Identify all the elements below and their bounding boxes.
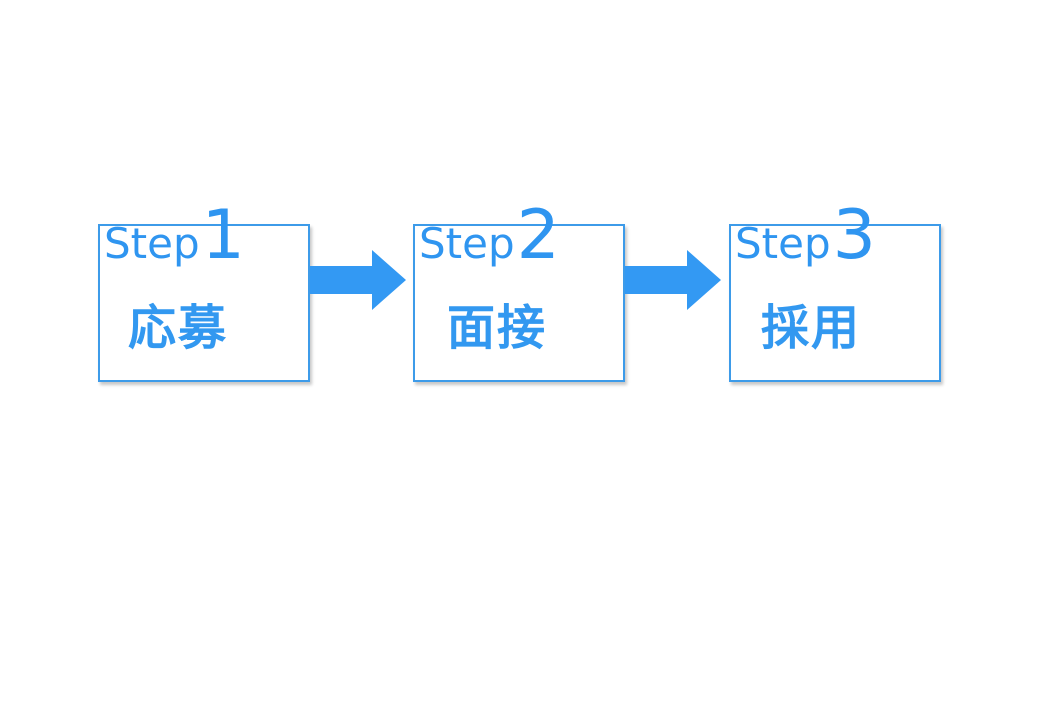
step-word-2: Step [419,219,515,268]
step-word-3: Step [735,219,831,268]
step-word-1: Step [104,219,200,268]
step-number-3: 3 [832,196,876,275]
step-box-1: Step1 応募 [98,202,310,382]
step-box-3: Step3 採用 [729,202,941,382]
step-number-2: 2 [516,196,560,275]
step-label-1: 応募 [128,300,229,356]
step-label-2: 面接 [447,300,548,356]
step-box-2: Step2 面接 [413,202,625,382]
step-heading-3: Step3 [735,202,876,270]
step-number-1: 1 [201,196,245,275]
right-arrow-icon [310,250,406,310]
step-heading-2: Step2 [419,202,560,270]
right-arrow-icon [625,250,721,310]
step-label-3: 採用 [761,300,862,356]
step-heading-1: Step1 [104,202,245,270]
